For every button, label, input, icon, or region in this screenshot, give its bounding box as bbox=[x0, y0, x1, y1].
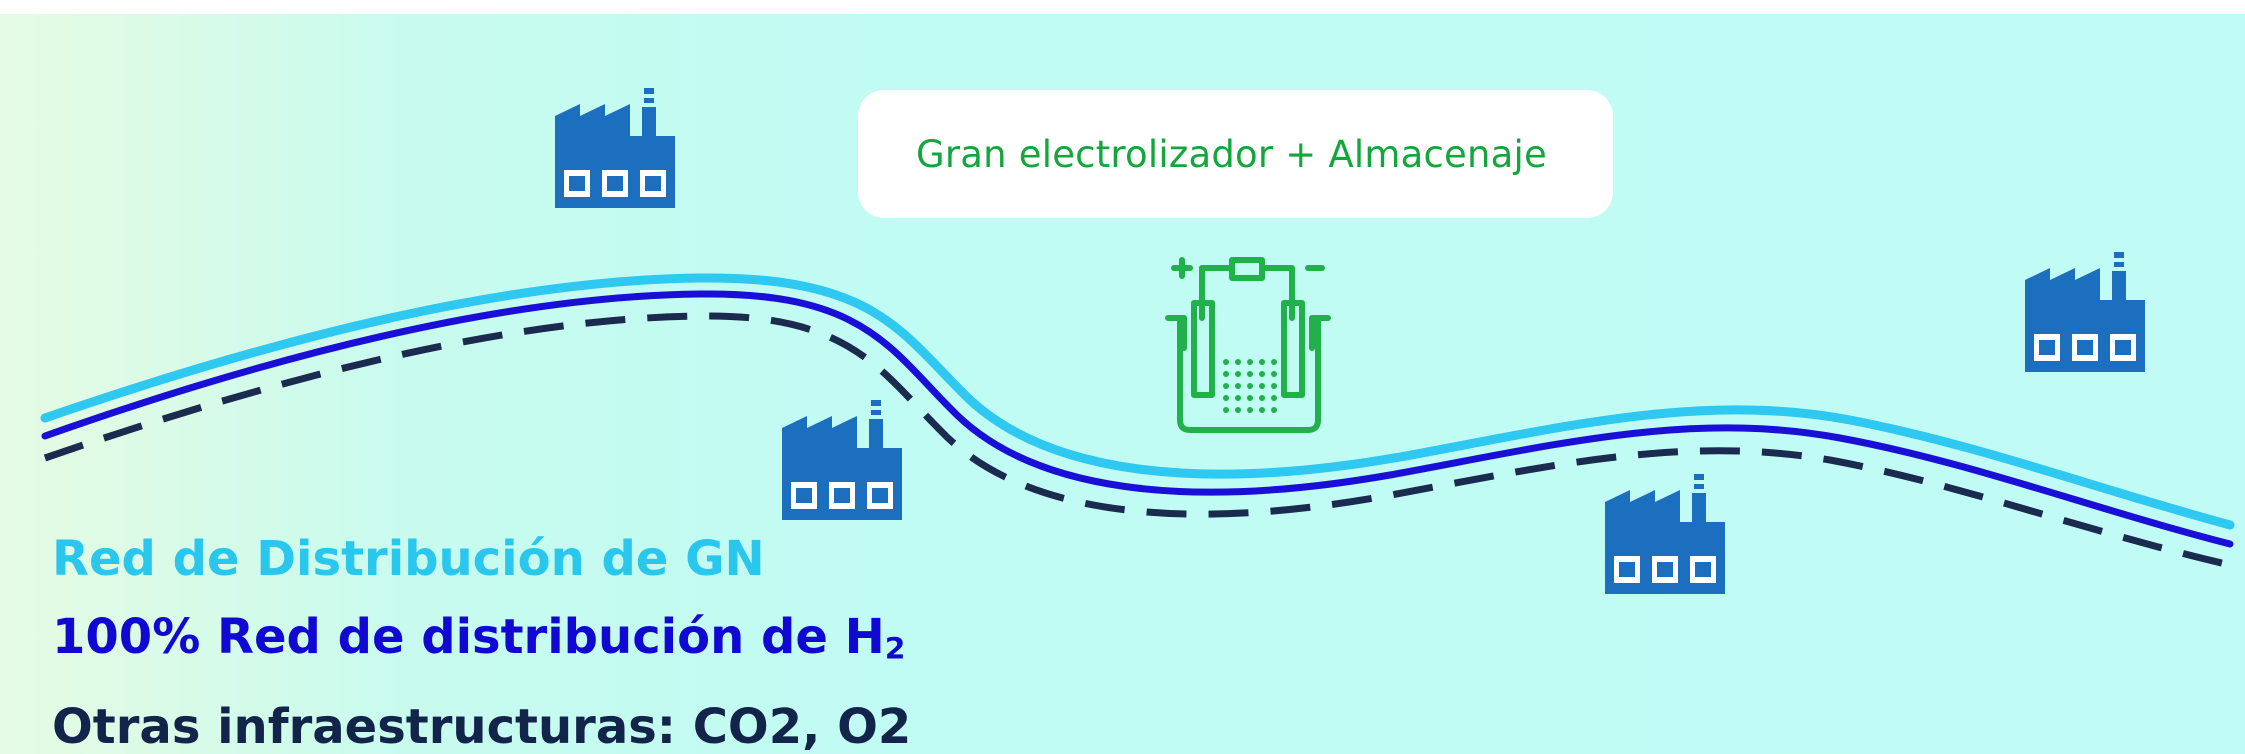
gn-pipeline bbox=[40, 273, 2235, 530]
factory-icon bbox=[555, 88, 675, 208]
legend-other: Otras infraestructuras: CO2, O2 bbox=[52, 699, 912, 754]
other-infrastructure-pipeline bbox=[43, 312, 2231, 569]
factory-icon bbox=[1605, 474, 1725, 594]
factory-icon bbox=[782, 400, 902, 520]
factory-icon bbox=[2025, 252, 2145, 372]
electrolyzer-icon bbox=[1165, 257, 1331, 433]
h2-pipeline bbox=[41, 290, 2234, 548]
legend-h2-text: 100% Red de distribución de H bbox=[52, 609, 885, 665]
legend-gn: Red de Distribución de GN bbox=[52, 531, 765, 587]
callout-text: Gran electrolizador + Almacenaje bbox=[916, 132, 1547, 176]
legend: Red de Distribución de GN 100% Red de di… bbox=[52, 520, 911, 754]
legend-h2-subscript: 2 bbox=[884, 631, 906, 667]
top-strip bbox=[0, 0, 2245, 14]
legend-h2: 100% Red de distribución de H2 bbox=[52, 598, 911, 688]
electrolyzer-callout: Gran electrolizador + Almacenaje bbox=[858, 90, 1613, 218]
